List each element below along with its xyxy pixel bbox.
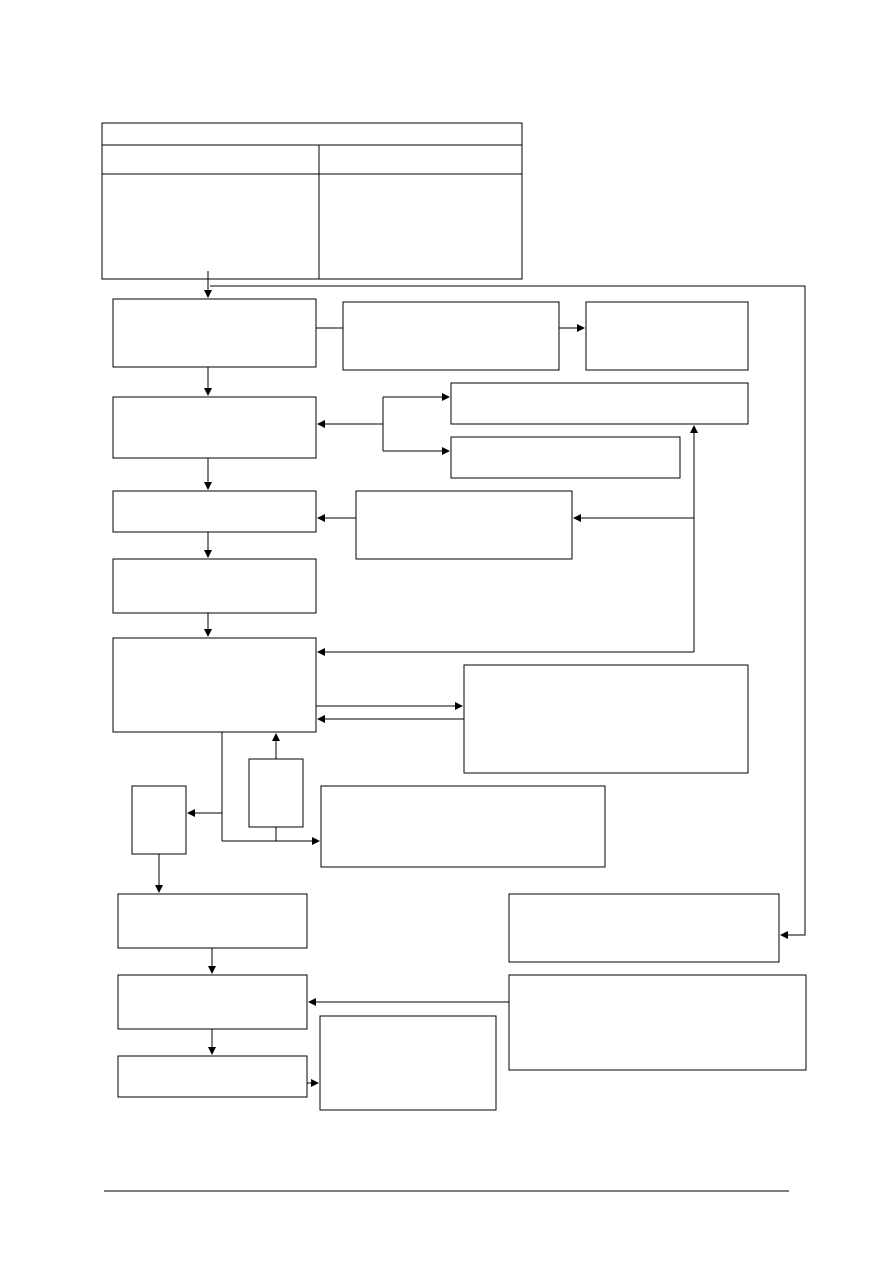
box-step-2 — [112, 396, 317, 459]
box-step-5-side — [463, 664, 749, 774]
connector-feedback-loop — [210, 285, 806, 939]
header-table-frame — [101, 122, 523, 280]
box-step-1-branch-a — [342, 301, 560, 371]
header-table — [101, 122, 523, 280]
box-step-8 — [117, 1055, 308, 1098]
box-feedback — [508, 893, 780, 963]
box-step-2-option-a — [450, 382, 749, 425]
box-step-1 — [112, 298, 317, 368]
box-step-5-lower-side — [320, 785, 606, 868]
box-step-1-branch-b — [585, 301, 749, 371]
box-step-3-input — [355, 490, 573, 560]
box-small-left — [131, 785, 187, 855]
box-step-7-input — [508, 974, 807, 1071]
box-step-6 — [117, 893, 308, 949]
box-step-8-output — [319, 1015, 497, 1111]
box-step-2-option-b — [450, 436, 681, 479]
box-small-loop — [248, 758, 304, 828]
box-step-3 — [112, 490, 317, 533]
box-step-7 — [117, 974, 308, 1030]
box-step-5 — [112, 637, 317, 733]
box-step-4 — [112, 558, 317, 614]
